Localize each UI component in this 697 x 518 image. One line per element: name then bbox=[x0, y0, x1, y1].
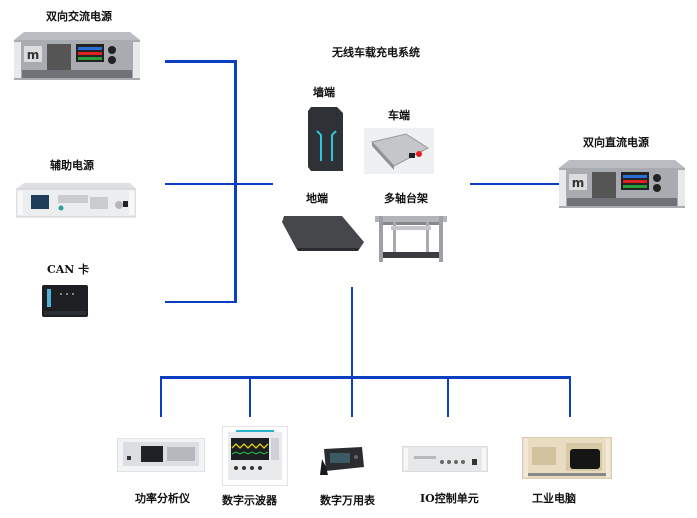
connector-line bbox=[351, 376, 353, 417]
aux-power-label: 辅助电源 bbox=[50, 159, 94, 172]
connector-line bbox=[165, 60, 236, 63]
multimeter-icon bbox=[318, 445, 366, 477]
power-supply-rack-icon: m bbox=[559, 160, 685, 208]
multi-axis-stand-icon bbox=[371, 208, 451, 266]
power-analyzer-icon bbox=[117, 438, 205, 472]
multi-axis-stand-label: 多轴台架 bbox=[384, 192, 428, 205]
connector-line bbox=[470, 183, 560, 185]
system-title: 无线车载充电系统 bbox=[332, 46, 420, 59]
vehicle-unit-label: 车端 bbox=[388, 109, 410, 122]
industrial-pc-icon bbox=[522, 437, 612, 479]
aux-power-supply-icon bbox=[16, 183, 136, 219]
connector-line bbox=[165, 301, 236, 303]
connector-line bbox=[234, 60, 237, 303]
power-supply-rack-icon: m bbox=[14, 32, 140, 80]
io-control-unit-label: IO控制单元 bbox=[420, 492, 479, 505]
connector-line bbox=[160, 376, 162, 417]
industrial-pc-label: 工业电脑 bbox=[532, 492, 576, 505]
vehicle-unit-icon bbox=[364, 128, 434, 174]
multimeter-label: 数字万用表 bbox=[320, 494, 375, 507]
can-card-icon bbox=[39, 279, 91, 321]
wall-unit-icon bbox=[303, 101, 349, 177]
power-analyzer-label: 功率分析仪 bbox=[135, 492, 190, 505]
wall-unit-label: 墙端 bbox=[313, 86, 335, 99]
oscilloscope-icon bbox=[222, 426, 288, 486]
connector-line bbox=[249, 376, 251, 417]
ground-pad-icon bbox=[278, 212, 366, 252]
connector-line bbox=[569, 376, 571, 417]
svg-text:m: m bbox=[572, 176, 585, 190]
connector-line bbox=[165, 183, 273, 185]
connector-line bbox=[160, 376, 571, 379]
connector-line bbox=[447, 376, 449, 417]
oscilloscope-label: 数字示波器 bbox=[222, 494, 277, 507]
dc-power-label: 双向直流电源 bbox=[583, 136, 649, 149]
ac-power-label: 双向交流电源 bbox=[46, 10, 112, 23]
io-control-unit-icon bbox=[402, 446, 488, 472]
can-card-label: CAN 卡 bbox=[47, 263, 90, 276]
connector-line bbox=[351, 287, 353, 377]
ground-pad-label: 地端 bbox=[306, 192, 328, 205]
svg-text:m: m bbox=[27, 48, 40, 62]
